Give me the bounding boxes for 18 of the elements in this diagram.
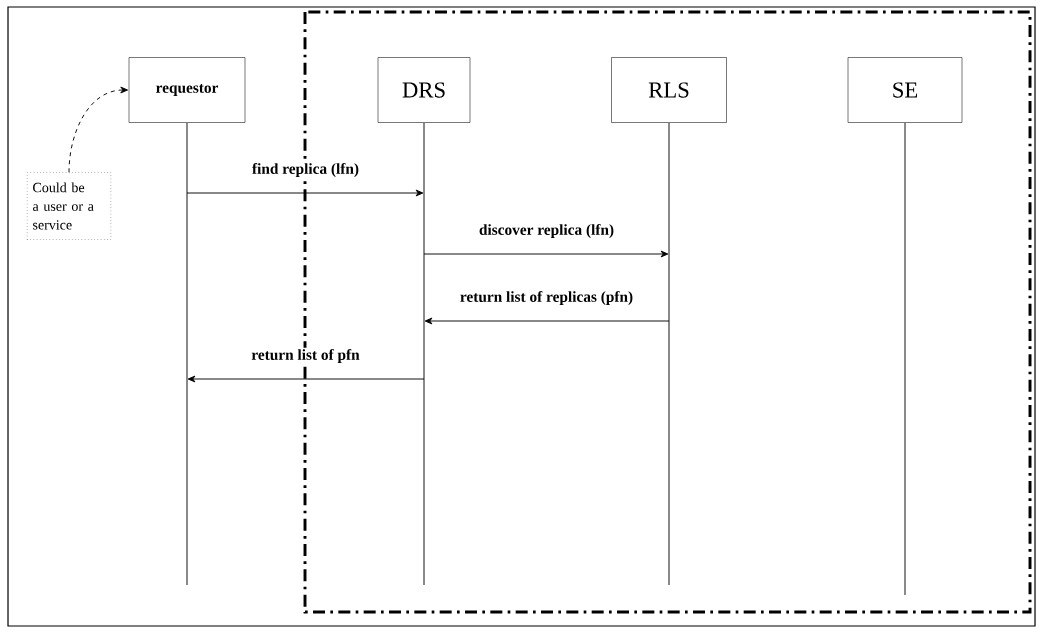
lifeline [186,122,188,586]
message-arrow [423,250,669,258]
participant-box: SE [847,57,963,123]
message-arrow [424,317,670,325]
leader-line [68,86,129,173]
edge-label: return list of replicas (pfn) [458,289,635,307]
lifeline [668,122,670,586]
participant-box: DRS [377,57,471,123]
participant-box: requestor [128,57,246,123]
participant-box: RLS [611,57,727,123]
edge-label: find replica (lfn) [250,161,361,179]
lifeline [904,122,906,596]
edge-label: return list of pfn [250,347,361,365]
lifeline [423,122,425,586]
note-box: Could be a user or a service [26,172,112,240]
message-arrow [187,375,425,383]
edge-label: discover replica (lfn) [477,222,616,240]
message-arrow [186,189,424,197]
